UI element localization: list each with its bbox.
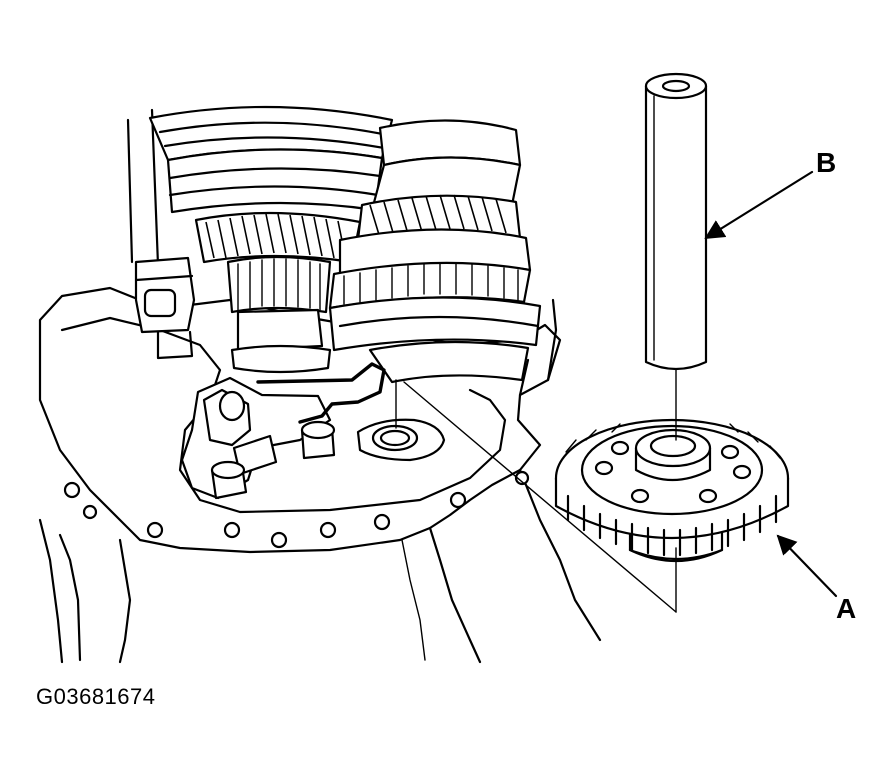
countershaft-spur-teeth xyxy=(343,262,519,305)
callout-label-a: A xyxy=(836,593,856,624)
helical-gear-teeth xyxy=(205,213,347,261)
callout-b: B xyxy=(704,147,836,240)
shift-rod xyxy=(126,108,196,360)
alignment-lines xyxy=(395,369,677,613)
callout-a: A xyxy=(776,534,856,624)
gear-a xyxy=(554,418,790,563)
gear-a-teeth xyxy=(565,423,781,557)
figure-code: G03681674 xyxy=(36,684,156,709)
shift-bracket xyxy=(180,376,336,500)
shift-wire xyxy=(256,362,386,424)
installer-tool-b xyxy=(644,72,708,371)
transmission-case xyxy=(38,286,602,664)
gear-a-holes xyxy=(594,440,752,504)
callout-label-b: B xyxy=(816,147,836,178)
spur-gear-teeth xyxy=(237,258,321,311)
countershaft-helical-teeth xyxy=(369,194,507,239)
gear-stack xyxy=(148,105,542,384)
bracket-bolts xyxy=(210,420,336,500)
oil-seal-seat xyxy=(356,418,446,462)
case-bolt-holes xyxy=(63,470,530,549)
